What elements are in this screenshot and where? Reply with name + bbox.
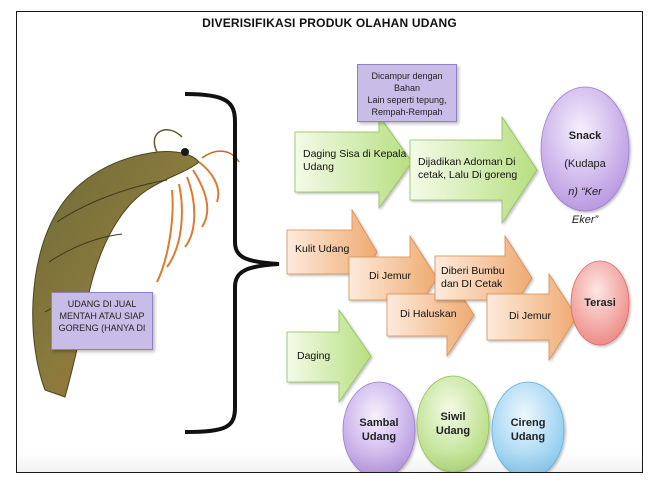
shrimp-image xyxy=(33,130,239,397)
snack-label-line3: n) “Ker xyxy=(549,185,621,199)
snack-label: Snack (Kudapa n) “Ker Eker” xyxy=(549,115,621,241)
row2-arrow-1-label: Kulit Udang xyxy=(295,243,349,256)
cireng-label: Cireng Udang xyxy=(494,416,562,444)
grouping-bracket xyxy=(185,94,279,432)
note-box: Dicampur dengan Bahan Lain seperti tepun… xyxy=(357,64,457,122)
row2-arrow-3-label: Di Haluskan xyxy=(400,308,457,321)
row1-arrow-1-label: Daging Sisa di Kepala Udang xyxy=(303,148,406,174)
diagram-frame: DIVERISIFIKASI PRODUK OLAHAN UDANG xyxy=(16,11,643,473)
sambal-label: Sambal Udang xyxy=(345,416,413,444)
row1-arrow-2-label: Dijadikan Adoman Di cetak, Lalu Di goren… xyxy=(418,156,517,182)
raw-shrimp-label: UDANG DI JUAL MENTAH ATAU SIAP GORENG (H… xyxy=(51,292,153,350)
row2-arrow-4-label: Diberi Bumbu dan DI Cetak xyxy=(441,265,505,291)
terasi-label: Terasi xyxy=(572,296,628,310)
row3-arrow-1-label: Daging xyxy=(297,350,330,363)
snack-label-line2: (Kudapa xyxy=(549,157,621,171)
row2-arrow-5-label: Di Jemur xyxy=(509,310,551,323)
siwil-label: Siwil Udang xyxy=(419,410,487,438)
row2-arrow-2-label: Di Jemur xyxy=(369,270,411,283)
snack-label-line1: Snack xyxy=(549,129,621,143)
bottom-fade xyxy=(17,452,642,472)
diagram-shapes xyxy=(17,12,642,472)
snack-label-line4: Eker” xyxy=(549,213,621,227)
